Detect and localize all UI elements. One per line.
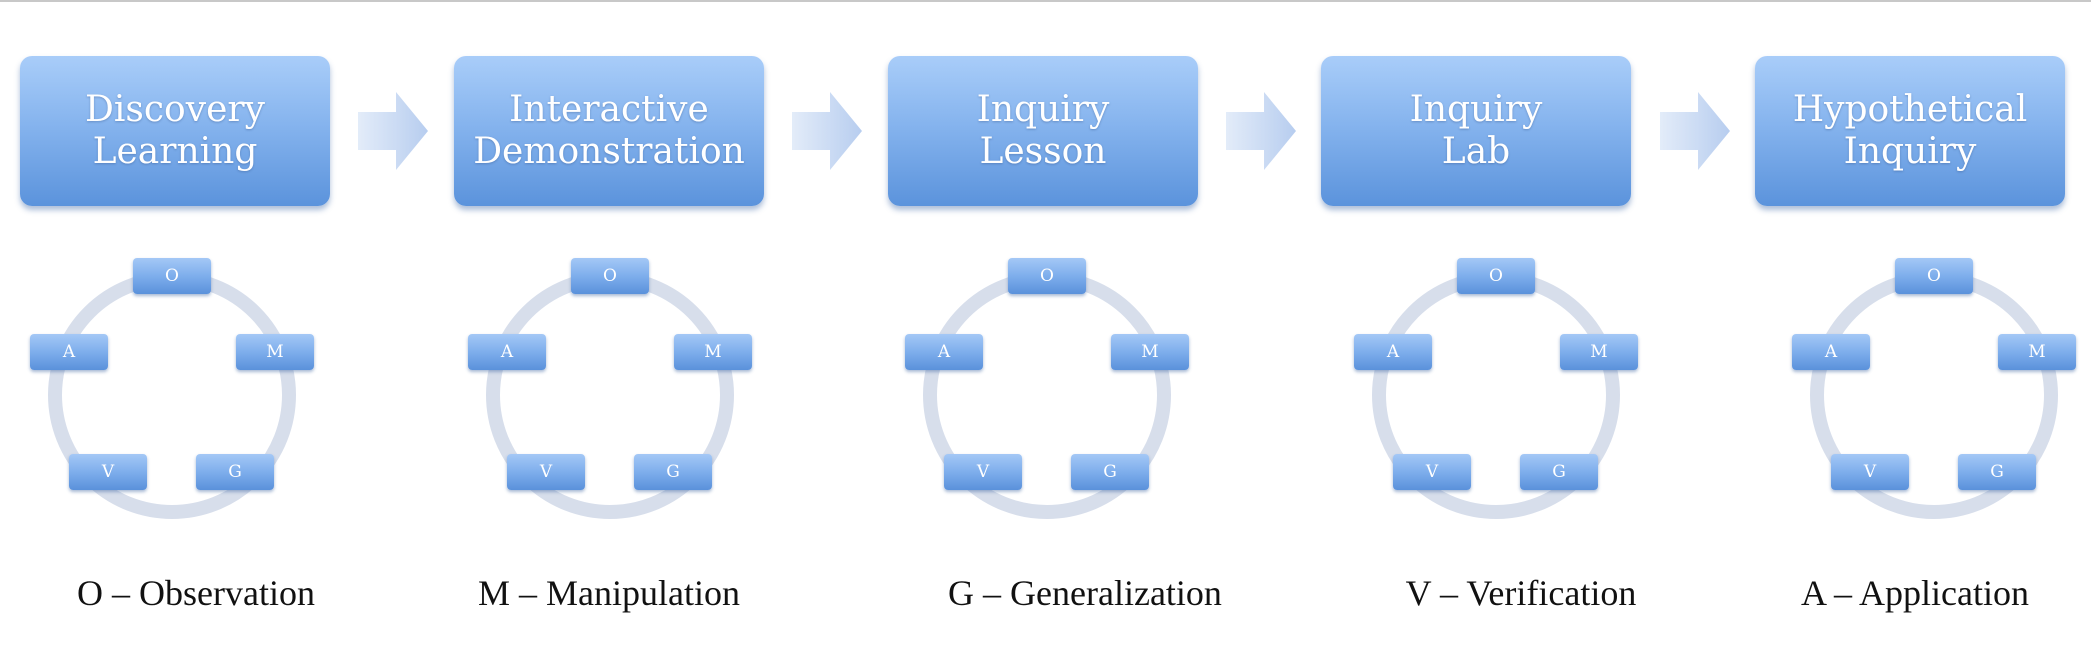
stage-label-line-2: Lab bbox=[1441, 131, 1511, 172]
cycle-node-application: A bbox=[30, 334, 108, 370]
legend-term: Observation bbox=[139, 573, 315, 613]
stage-label: Inquiry Lesson bbox=[977, 89, 1110, 173]
cycle-node-generalization: G bbox=[1958, 454, 2036, 490]
stage-box-discovery-learning: Discovery Learning bbox=[20, 56, 330, 206]
cycle-node-generalization: G bbox=[1520, 454, 1598, 490]
cycle-node-manipulation: M bbox=[1998, 334, 2076, 370]
legend-separator: – bbox=[974, 573, 1011, 613]
stage-label-line-2: Inquiry bbox=[1843, 131, 1977, 172]
legend-letter: A bbox=[1801, 573, 1826, 613]
legend-term: Manipulation bbox=[546, 573, 740, 613]
stage-label-line-1: Interactive bbox=[509, 89, 709, 130]
cycle-node-observation: O bbox=[1008, 258, 1086, 294]
right-arrow-icon bbox=[1226, 92, 1296, 170]
cycle-node-observation: O bbox=[133, 258, 211, 294]
right-arrow-icon bbox=[792, 92, 862, 170]
cycle-node-application: A bbox=[1354, 334, 1432, 370]
stage-label-line-2: Lesson bbox=[979, 131, 1107, 172]
omgva-cycle-2: O M G V A bbox=[460, 250, 760, 530]
stage-label-line-1: Discovery bbox=[85, 89, 265, 130]
cycle-node-application: A bbox=[1792, 334, 1870, 370]
omgva-cycle-1: O M G V A bbox=[22, 250, 322, 530]
legend-letter: O bbox=[77, 573, 104, 613]
stage-box-inquiry-lesson: Inquiry Lesson bbox=[888, 56, 1198, 206]
legend-letter: V bbox=[1405, 573, 1432, 613]
cycle-node-application: A bbox=[905, 334, 983, 370]
legend-observation: O – Observation bbox=[31, 572, 361, 614]
cycle-node-observation: O bbox=[1457, 258, 1535, 294]
top-rule bbox=[0, 0, 2091, 2]
cycle-node-manipulation: M bbox=[236, 334, 314, 370]
cycle-node-verification: V bbox=[507, 454, 585, 490]
legend-term: Application bbox=[1859, 573, 2029, 613]
stage-box-interactive-demonstration: Interactive Demonstration bbox=[454, 56, 764, 206]
cycle-node-application: A bbox=[468, 334, 546, 370]
cycle-node-generalization: G bbox=[634, 454, 712, 490]
legend-separator: – bbox=[510, 573, 547, 613]
cycle-node-generalization: G bbox=[196, 454, 274, 490]
legend-letter: M bbox=[478, 573, 511, 613]
stage-label: Discovery Learning bbox=[85, 89, 265, 173]
cycle-node-generalization: G bbox=[1071, 454, 1149, 490]
cycle-node-verification: V bbox=[69, 454, 147, 490]
cycle-node-observation: O bbox=[1895, 258, 1973, 294]
stage-label: Inquiry Lab bbox=[1410, 89, 1543, 173]
cycle-node-manipulation: M bbox=[674, 334, 752, 370]
legend-term: Verification bbox=[1466, 573, 1637, 613]
stage-label-line-1: Hypothetical bbox=[1792, 89, 2028, 130]
right-arrow-icon bbox=[1660, 92, 1730, 170]
stage-label-line-1: Inquiry bbox=[1409, 89, 1543, 130]
stage-label-line-2: Learning bbox=[92, 131, 258, 172]
right-arrow-icon bbox=[358, 92, 428, 170]
cycle-node-verification: V bbox=[944, 454, 1022, 490]
stage-box-hypothetical-inquiry: Hypothetical Inquiry bbox=[1755, 56, 2065, 206]
legend-separator: – bbox=[1431, 573, 1467, 613]
legend-term: Generalization bbox=[1010, 573, 1222, 613]
omgva-cycle-4: O M G V A bbox=[1346, 250, 1646, 530]
legend-letter: G bbox=[948, 573, 975, 613]
legend-manipulation: M – Manipulation bbox=[444, 572, 774, 614]
legend-separator: – bbox=[103, 573, 140, 613]
legend-generalization: G – Generalization bbox=[920, 572, 1250, 614]
legend-separator: – bbox=[1825, 573, 1860, 613]
cycle-node-verification: V bbox=[1393, 454, 1471, 490]
legend-verification: V – Verification bbox=[1356, 572, 1686, 614]
cycle-node-manipulation: M bbox=[1560, 334, 1638, 370]
stage-label: Hypothetical Inquiry bbox=[1793, 89, 2028, 173]
stage-label: Interactive Demonstration bbox=[473, 89, 745, 173]
omgva-cycle-5: O M G V A bbox=[1784, 250, 2084, 530]
omgva-cycle-3: O M G V A bbox=[897, 250, 1197, 530]
stage-label-line-2: Demonstration bbox=[473, 131, 745, 172]
cycle-node-observation: O bbox=[571, 258, 649, 294]
stage-box-inquiry-lab: Inquiry Lab bbox=[1321, 56, 1631, 206]
cycle-node-verification: V bbox=[1831, 454, 1909, 490]
legend-application: A – Application bbox=[1750, 572, 2080, 614]
stage-label-line-1: Inquiry bbox=[976, 89, 1110, 130]
cycle-node-manipulation: M bbox=[1111, 334, 1189, 370]
